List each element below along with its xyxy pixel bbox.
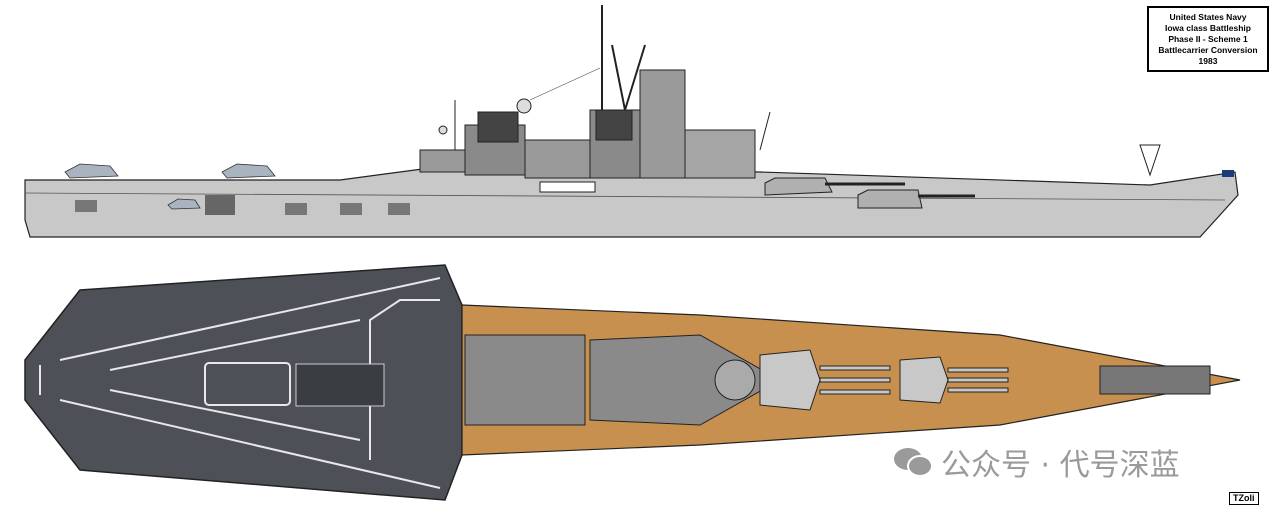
bow-radar-mast [1139,144,1161,177]
title-line: Iowa class Battleship [1165,22,1251,33]
wechat-icon [894,448,933,477]
superstructure [419,5,771,193]
title-line: United States Navy [1169,11,1247,22]
gun-turrets [764,177,975,209]
top-view [24,264,1241,501]
watermark-text: 公众号 · 代号深蓝 [941,448,1180,483]
hangar-openings [75,200,97,212]
superstructure-plan [464,334,782,426]
title-line: 1983 [1198,55,1218,66]
title-line: Battlecarrier Conversion [1158,44,1258,55]
jack-flag [1222,170,1234,177]
artist-signature: TZoli [1229,492,1259,505]
watermark: 公众号 · 代号深蓝 [893,440,1180,484]
side-profile [24,5,1239,238]
deck-elevator-grid [295,363,385,407]
harrier-aircraft [64,163,276,210]
title-line: Phase II - Scheme 1 [1168,33,1248,44]
flight-deck [24,264,463,501]
turrets-plan [759,349,1009,411]
title-block: United States Navy Iowa class Battleship… [1147,6,1269,72]
hull [24,167,1239,238]
